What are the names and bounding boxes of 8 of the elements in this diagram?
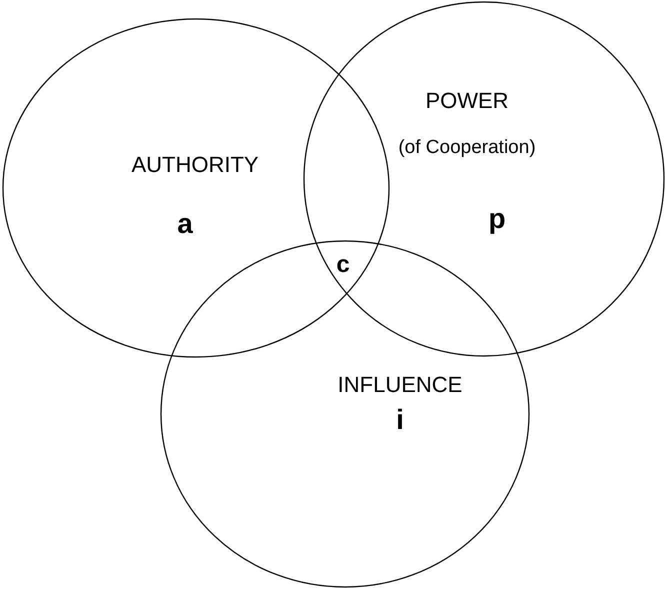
set-label: AUTHORITY [131, 152, 259, 178]
set-letter: a [177, 208, 193, 240]
set-label: POWER [425, 88, 509, 114]
intersection-letter: c [336, 251, 350, 279]
set-letter: i [396, 404, 404, 436]
set-subtitle: (of Cooperation) [398, 137, 536, 159]
set-letter: p [488, 203, 506, 235]
set-label: INFLUENCE [338, 372, 462, 398]
